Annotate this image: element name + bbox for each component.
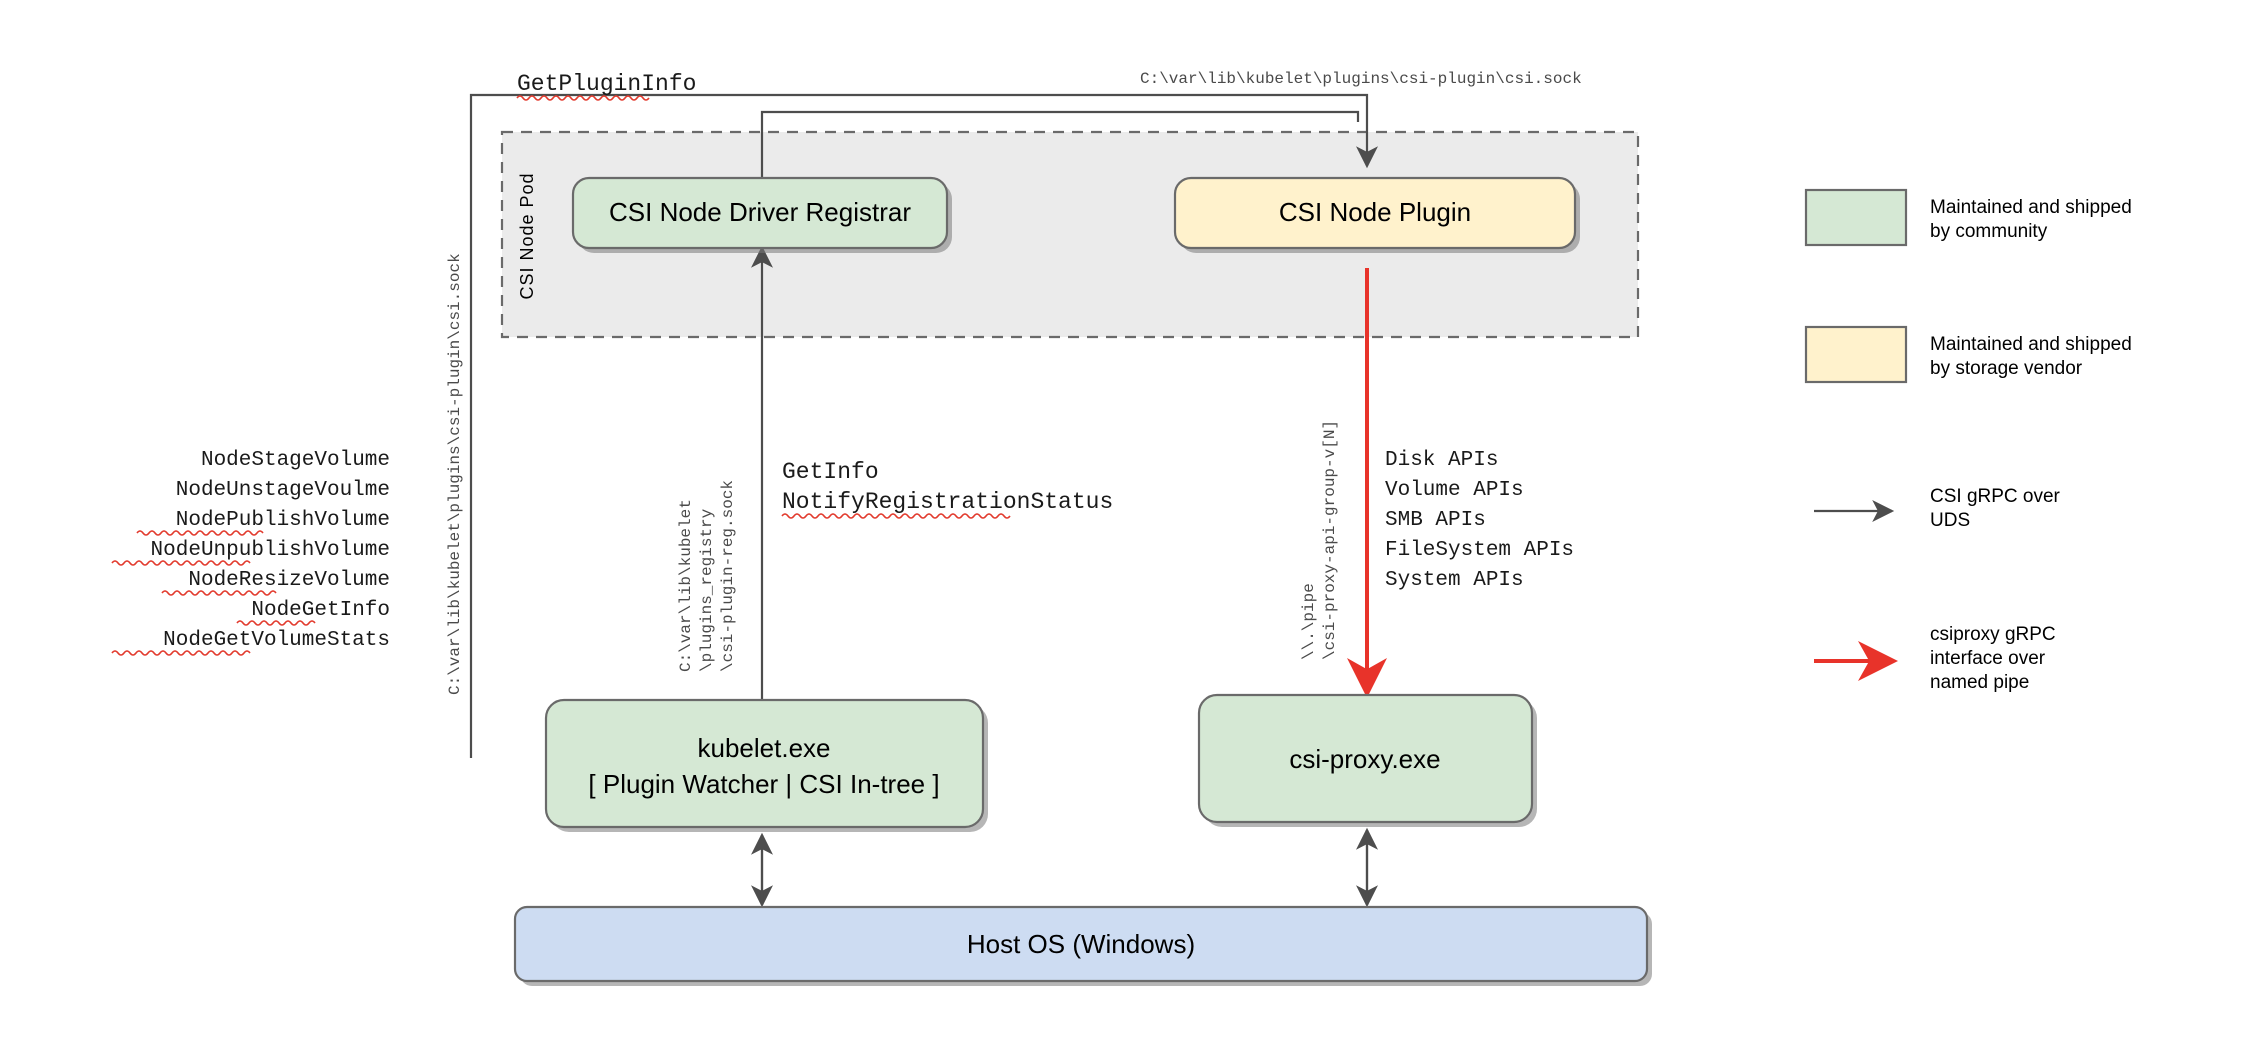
label-registration-calls: GetInfo NotifyRegistrationStatus — [781, 459, 1113, 519]
csi-node-driver-registrar-box[interactable] — [571, 176, 949, 250]
csi-node-call-1: NodeUnstageVoulme — [176, 479, 390, 502]
legend-pipe-line-1: csiproxy gRPC — [1930, 624, 2056, 645]
legend-community-line-2: by community — [1930, 221, 2048, 242]
proxy-api-2: SMB APIs — [1385, 509, 1486, 532]
csi-node-call-2: NodePublishVolume — [176, 509, 390, 532]
proxy-api-4: System APIs — [1385, 569, 1524, 592]
kubelet-exe-label-line1: kubelet.exe — [698, 733, 831, 763]
csi-proxy-exe-label: csi-proxy.exe — [1289, 744, 1440, 774]
csi-node-call-5: NodeGetInfo — [251, 599, 390, 622]
legend-pipe-line-3: named pipe — [1930, 672, 2029, 693]
legend-swatch-community — [1804, 188, 1908, 247]
label-getplugininfo: GetPluginInfo — [516, 71, 696, 101]
legend-pipe-line-2: interface over — [1930, 648, 2046, 669]
label-reg-sock-vertical: C:\var\lib\kubelet \plugins_registry \cs… — [677, 480, 737, 672]
legend-vendor-line-2: by storage vendor — [1930, 358, 2083, 379]
csi-node-plugin-label: CSI Node Plugin — [1279, 197, 1471, 227]
node-host-os[interactable]: Host OS (Windows) — [513, 905, 1652, 986]
legend-item-csiproxy-named-pipe: csiproxy gRPC interface over named pipe — [1814, 624, 2056, 693]
edge-getplugininfo — [469, 93, 1378, 758]
label-csi-sock-top: C:\var\lib\kubelet\plugins\csi-plugin\cs… — [1140, 70, 1582, 88]
csi-node-calls-list: NodeStageVolume NodeUnstageVoulme NodePu… — [111, 449, 390, 656]
reg-sock-line-3: \csi-plugin-reg.sock — [719, 480, 737, 672]
csi-node-call-0: NodeStageVolume — [201, 449, 390, 472]
csi-node-plugin-box[interactable] — [1173, 176, 1577, 250]
csi-node-call-3: NodeUnpublishVolume — [151, 539, 390, 562]
legend-community-line-1: Maintained and shipped — [1930, 197, 2132, 218]
csi-node-pod-label: CSI Node Pod — [517, 172, 537, 299]
reg-sock-line-2: \plugins_registry — [698, 508, 716, 672]
registration-call-getinfo: GetInfo — [782, 459, 879, 485]
csi-proxy-exe-box[interactable] — [1197, 693, 1534, 824]
node-csi-proxy-exe[interactable]: csi-proxy.exe — [1197, 693, 1537, 827]
edge-csi-sock-top — [760, 110, 1360, 178]
csi-node-call-4: NodeResizeVolume — [188, 569, 390, 592]
kubelet-exe-box[interactable] — [544, 698, 985, 829]
legend: Maintained and shipped by community Main… — [1804, 188, 2132, 693]
host-os-box[interactable] — [513, 905, 1649, 983]
proxy-api-0: Disk APIs — [1385, 449, 1498, 472]
legend-swatch-storage-vendor — [1804, 325, 1908, 384]
legend-vendor-line-1: Maintained and shipped — [1930, 334, 2132, 355]
node-csi-node-plugin[interactable]: CSI Node Plugin — [1173, 176, 1580, 253]
csi-proxy-api-list: Disk APIs Volume APIs SMB APIs FileSyste… — [1385, 449, 1574, 592]
kubelet-exe-label-line2: [ Plugin Watcher | CSI In-tree ] — [588, 769, 939, 799]
node-kubelet-exe[interactable]: kubelet.exe [ Plugin Watcher | CSI In-tr… — [544, 698, 988, 832]
named-pipe-line-2: \csi-proxy-api-group-v[N] — [1321, 420, 1339, 660]
legend-item-storage-vendor: Maintained and shipped by storage vendor — [1804, 325, 2132, 384]
registration-call-notify: NotifyRegistrationStatus — [782, 489, 1113, 515]
legend-uds-line-1: CSI gRPC over — [1930, 486, 2061, 507]
getplugininfo-text: GetPluginInfo — [517, 71, 696, 97]
legend-item-csi-grpc-uds: CSI gRPC over UDS — [1814, 486, 2061, 531]
proxy-api-1: Volume APIs — [1385, 479, 1524, 502]
host-os-label: Host OS (Windows) — [967, 929, 1195, 959]
named-pipe-line-1: \\.\pipe — [1300, 583, 1318, 660]
reg-sock-line-1: C:\var\lib\kubelet — [677, 499, 695, 672]
csi-node-call-6: NodeGetVolumeStats — [163, 629, 390, 652]
legend-uds-line-2: UDS — [1930, 510, 1970, 531]
csi-node-driver-registrar-label: CSI Node Driver Registrar — [609, 197, 911, 227]
proxy-api-3: FileSystem APIs — [1385, 539, 1574, 562]
legend-item-community: Maintained and shipped by community — [1804, 188, 2132, 247]
label-csi-sock-left-vertical: C:\var\lib\kubelet\plugins\csi-plugin\cs… — [446, 253, 464, 695]
label-named-pipe-vertical: \\.\pipe \csi-proxy-api-group-v[N] — [1300, 420, 1339, 660]
node-csi-node-driver-registrar[interactable]: CSI Node Driver Registrar — [571, 176, 952, 253]
